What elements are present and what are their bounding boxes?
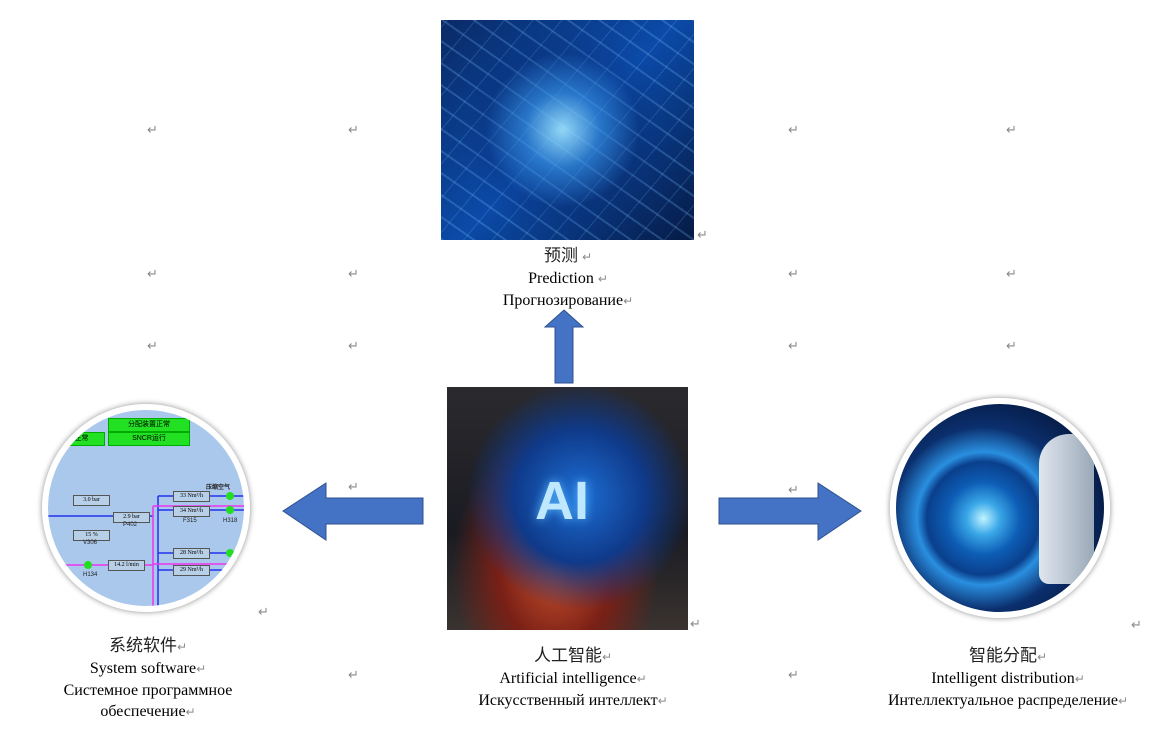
return-mark: ↵	[636, 672, 647, 686]
scada-value: 2.9 bar	[113, 512, 150, 523]
return-mark: ↵	[597, 272, 608, 286]
return-mark: ↵	[348, 267, 359, 282]
scada-tag: H134	[83, 572, 98, 578]
label-ru: Интеллектуальное распределение	[887, 692, 1118, 709]
return-mark: ↵	[788, 668, 799, 683]
ai-head-image	[447, 387, 688, 630]
return-mark: ↵	[690, 617, 701, 632]
return-mark: ↵	[623, 294, 634, 308]
label-zh: 系统软件	[108, 636, 177, 655]
label-ru: Искусственный интеллект	[478, 692, 658, 709]
label-en: Intelligent distribution	[931, 670, 1075, 687]
return-mark: ↵	[1006, 123, 1017, 138]
scada-tag: V306	[83, 540, 98, 546]
return-mark: ↵	[1131, 618, 1142, 633]
return-mark: ↵	[581, 250, 593, 264]
return-mark: ↵	[601, 650, 613, 664]
prediction-brain-image	[441, 20, 694, 240]
return-mark: ↵	[348, 668, 359, 683]
system-software-image: 分配装置正常 SNCR运行 正常 压缩空气 3.0 bar 15 % 2.9 b…	[42, 404, 250, 612]
scada-value: 29 Nm³/h	[173, 565, 210, 576]
label-ru: Прогнозирование	[502, 292, 624, 309]
return-mark: ↵	[788, 483, 799, 498]
return-mark: ↵	[1074, 672, 1085, 686]
label-zh: 智能分配	[968, 646, 1037, 665]
return-mark: ↵	[1036, 650, 1048, 664]
scada-value: 15 %	[73, 530, 110, 541]
robot-figure	[1039, 434, 1094, 584]
return-mark: ↵	[147, 123, 158, 138]
return-mark: ↵	[788, 123, 799, 138]
scada-value: 28 Nm³/h	[173, 548, 210, 559]
return-mark: ↵	[788, 267, 799, 282]
return-mark: ↵	[1006, 267, 1017, 282]
ai-label: 人工智能↵ Artificial intelligence↵ Искусстве…	[478, 645, 667, 712]
system-software-label: 系统软件↵ System software↵ Системное програм…	[64, 635, 233, 723]
scada-status-box: SNCR运行	[108, 432, 190, 446]
intelligent-distribution-label: 智能分配↵ Intelligent distribution↵ Интеллек…	[888, 645, 1128, 712]
scada-tag: H318	[223, 518, 238, 524]
return-mark: ↵	[1006, 339, 1017, 354]
prediction-label: 预测 ↵ Prediction ↵ Прогнозирование↵	[503, 245, 633, 312]
label-zh: 预测	[543, 246, 578, 265]
return-mark: ↵	[147, 267, 158, 282]
scada-status-box: 分配装置正常	[108, 418, 190, 432]
label-ru: Системное программное	[63, 682, 233, 699]
arrow-right	[718, 482, 862, 541]
label-en: Artificial intelligence	[499, 670, 637, 687]
return-mark: ↵	[185, 705, 196, 719]
return-mark: ↵	[176, 640, 188, 654]
arrow-left	[282, 482, 424, 541]
scada-value: 34 Nm³/h	[173, 506, 210, 517]
scada-value: 33 Nm³/h	[173, 491, 210, 502]
label-zh: 人工智能	[533, 646, 602, 665]
return-mark: ↵	[697, 228, 708, 243]
return-mark: ↵	[348, 123, 359, 138]
scada-tag: P402	[123, 522, 138, 528]
label-en: Prediction	[528, 270, 594, 287]
return-mark: ↵	[788, 339, 799, 354]
intelligent-distribution-image	[890, 398, 1110, 618]
scada-value: 3.0 bar	[73, 495, 110, 506]
return-mark: ↵	[348, 339, 359, 354]
return-mark: ↵	[258, 605, 269, 620]
label-en: System software	[89, 660, 197, 677]
return-mark: ↵	[196, 662, 207, 676]
ai-image-text: AI	[535, 471, 589, 531]
scada-lines	[48, 492, 244, 606]
scada-tag: F315	[183, 518, 197, 524]
scada-status-box: 正常	[58, 432, 105, 446]
return-mark: ↵	[147, 339, 158, 354]
return-mark: ↵	[348, 480, 359, 495]
scada-title: 压缩空气	[206, 485, 231, 491]
return-mark: ↵	[657, 694, 668, 708]
return-mark: ↵	[1117, 694, 1129, 708]
scada-value: 14.2 l/min	[108, 560, 145, 571]
label-ru: обеспечение	[100, 703, 186, 720]
arrow-up	[543, 309, 585, 384]
